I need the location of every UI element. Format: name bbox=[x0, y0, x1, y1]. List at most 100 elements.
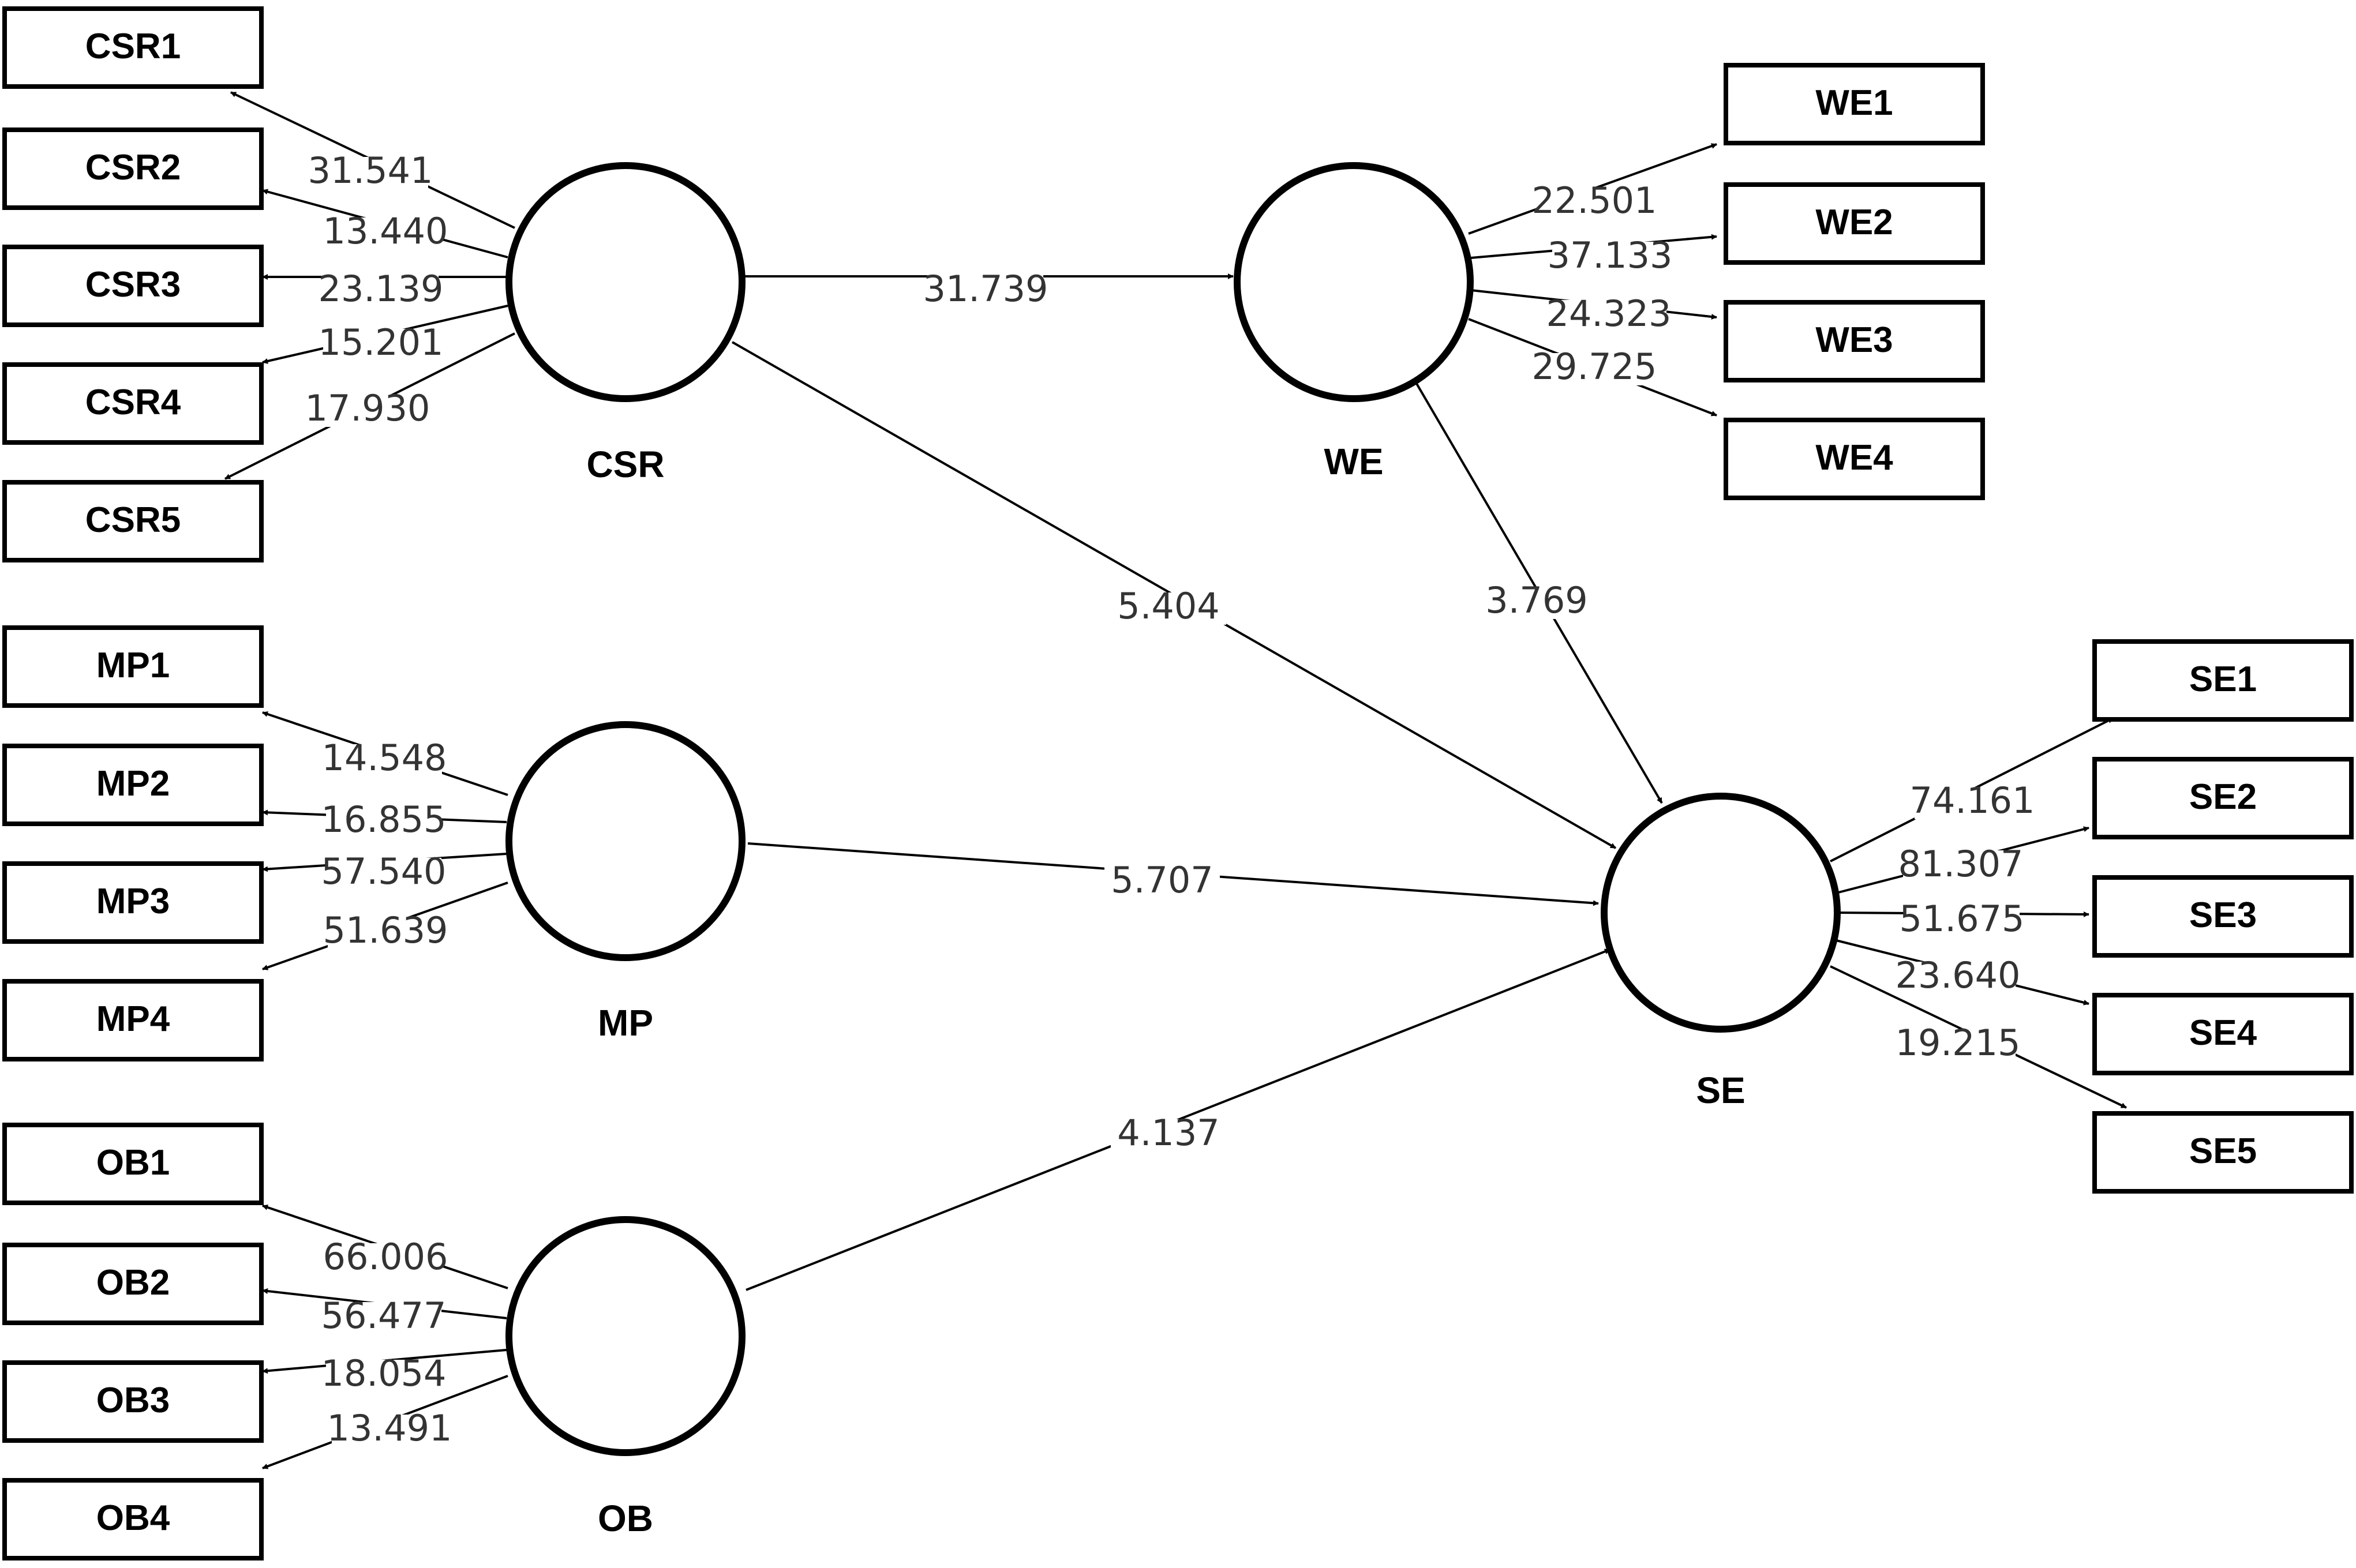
indicator-box-ob1 bbox=[2, 1123, 264, 1205]
loading-value-bg bbox=[323, 329, 439, 361]
indicator-box-csr1 bbox=[2, 6, 264, 89]
path-value-csr-se: 5.404 bbox=[1117, 585, 1220, 627]
latent-label-we: WE bbox=[1324, 441, 1383, 482]
indicator-label-csr2: CSR2 bbox=[85, 148, 181, 187]
latent-node-csr bbox=[505, 162, 746, 402]
loading-value-csr2: 13.440 bbox=[323, 210, 448, 252]
loading-value-bg bbox=[327, 744, 442, 777]
loading-value-se4: 23.640 bbox=[1896, 954, 2021, 996]
loading-value-ob4: 13.491 bbox=[327, 1407, 452, 1449]
indicator-label-csr5: CSR5 bbox=[85, 500, 181, 540]
loading-value-csr1: 31.541 bbox=[308, 149, 433, 192]
loading-value-bg bbox=[1551, 300, 1666, 332]
loading-value-bg bbox=[1537, 353, 1652, 385]
path-value-bg bbox=[1111, 1119, 1226, 1151]
loading-value-csr5: 17.930 bbox=[305, 387, 430, 429]
indicator-box-mp3 bbox=[2, 861, 264, 944]
loading-value-bg bbox=[328, 217, 443, 250]
latent-label-mp: MP bbox=[598, 1002, 653, 1044]
loading-value-bg bbox=[313, 157, 428, 189]
indicator-box-mp4 bbox=[2, 979, 264, 1061]
indicator-box-ob4 bbox=[2, 1478, 264, 1561]
loading-value-ob2: 56.477 bbox=[321, 1295, 447, 1337]
loading-value-bg bbox=[326, 1360, 441, 1392]
loading-value-mp2: 16.855 bbox=[321, 798, 447, 841]
indicator-label-csr4: CSR4 bbox=[85, 382, 181, 422]
indicator-label-se1: SE1 bbox=[2189, 659, 2257, 699]
path-value-bg bbox=[1104, 866, 1220, 899]
indicator-box-se1 bbox=[2092, 639, 2354, 722]
latent-node-mp bbox=[505, 721, 746, 961]
indicator-box-csr2 bbox=[2, 127, 264, 210]
indicator-label-mp4: MP4 bbox=[96, 999, 170, 1039]
loading-value-ob3: 18.054 bbox=[321, 1352, 447, 1394]
indicator-box-se4 bbox=[2092, 993, 2354, 1075]
loading-value-se2: 81.307 bbox=[1898, 843, 2024, 885]
loading-value-bg bbox=[1915, 787, 2030, 819]
loading-value-bg bbox=[326, 858, 441, 890]
loading-value-bg bbox=[326, 806, 441, 838]
loading-value-mp1: 14.548 bbox=[322, 737, 447, 779]
indicator-label-mp2: MP2 bbox=[96, 764, 170, 804]
indicator-label-we4: WE4 bbox=[1815, 438, 1893, 478]
path-value-mp-se: 5.707 bbox=[1111, 859, 1213, 901]
indicator-box-mp2 bbox=[2, 744, 264, 826]
indicator-box-we4 bbox=[1724, 418, 1985, 500]
indicator-label-se2: SE2 bbox=[2189, 777, 2257, 817]
loading-value-se1: 74.161 bbox=[1910, 779, 2035, 821]
indicator-label-mp1: MP1 bbox=[96, 646, 170, 685]
latent-label-csr: CSR bbox=[586, 444, 664, 485]
loading-value-csr4: 15.201 bbox=[319, 321, 444, 363]
indicator-label-mp3: MP3 bbox=[96, 881, 170, 921]
indicator-label-csr1: CSR1 bbox=[85, 27, 181, 66]
indicator-box-se3 bbox=[2092, 875, 2354, 958]
path-value-bg bbox=[1479, 587, 1594, 619]
loading-value-bg bbox=[1900, 962, 2016, 994]
indicator-label-ob1: OB1 bbox=[96, 1143, 170, 1183]
indicator-label-we2: WE2 bbox=[1815, 202, 1893, 242]
loading-value-bg bbox=[1537, 187, 1652, 219]
indicator-box-we2 bbox=[1724, 182, 1985, 265]
indicator-label-ob4: OB4 bbox=[96, 1498, 170, 1538]
latent-node-se bbox=[1601, 793, 1841, 1033]
latent-label-ob: OB bbox=[598, 1498, 653, 1539]
loading-value-se5: 19.215 bbox=[1896, 1022, 2021, 1064]
indicator-box-mp1 bbox=[2, 625, 264, 708]
loading-value-bg bbox=[310, 395, 425, 427]
indicator-box-we1 bbox=[1724, 63, 1985, 145]
indicator-label-we3: WE3 bbox=[1815, 320, 1893, 360]
indicator-box-csr4 bbox=[2, 362, 264, 445]
latent-node-we bbox=[1234, 162, 1474, 402]
loading-value-bg bbox=[328, 917, 443, 949]
indicator-box-se2 bbox=[2092, 757, 2354, 839]
loading-value-we4: 29.725 bbox=[1532, 346, 1657, 388]
indicator-label-ob2: OB2 bbox=[96, 1263, 170, 1303]
indicator-label-ob3: OB3 bbox=[96, 1381, 170, 1420]
indicator-box-se5 bbox=[2092, 1111, 2354, 1194]
path-value-bg bbox=[928, 275, 1043, 307]
latent-node-ob bbox=[505, 1216, 746, 1456]
loading-value-we1: 22.501 bbox=[1532, 179, 1657, 222]
loading-value-csr3: 23.139 bbox=[319, 268, 444, 310]
indicator-label-se4: SE4 bbox=[2189, 1013, 2257, 1053]
loading-value-we3: 24.323 bbox=[1546, 292, 1672, 335]
loading-value-se3: 51.675 bbox=[1900, 898, 2025, 940]
loading-value-bg bbox=[323, 275, 439, 307]
loading-value-bg bbox=[1904, 905, 2020, 937]
loading-value-bg bbox=[1900, 1029, 2016, 1061]
loading-value-bg bbox=[1903, 850, 2018, 883]
path-value-we-se: 3.769 bbox=[1485, 579, 1588, 621]
loading-value-bg bbox=[332, 1415, 447, 1447]
path-value-csr-we: 31.739 bbox=[923, 268, 1048, 310]
loading-value-bg bbox=[328, 1243, 443, 1276]
loading-value-mp4: 51.639 bbox=[323, 909, 448, 951]
indicator-box-ob2 bbox=[2, 1243, 264, 1325]
indicator-box-ob3 bbox=[2, 1360, 264, 1443]
loading-value-bg bbox=[1552, 242, 1668, 274]
indicator-box-csr3 bbox=[2, 245, 264, 327]
indicator-box-we3 bbox=[1724, 300, 1985, 382]
loading-value-we2: 37.133 bbox=[1548, 234, 1673, 276]
loading-value-mp3: 57.540 bbox=[321, 850, 447, 892]
loading-value-bg bbox=[326, 1302, 441, 1334]
